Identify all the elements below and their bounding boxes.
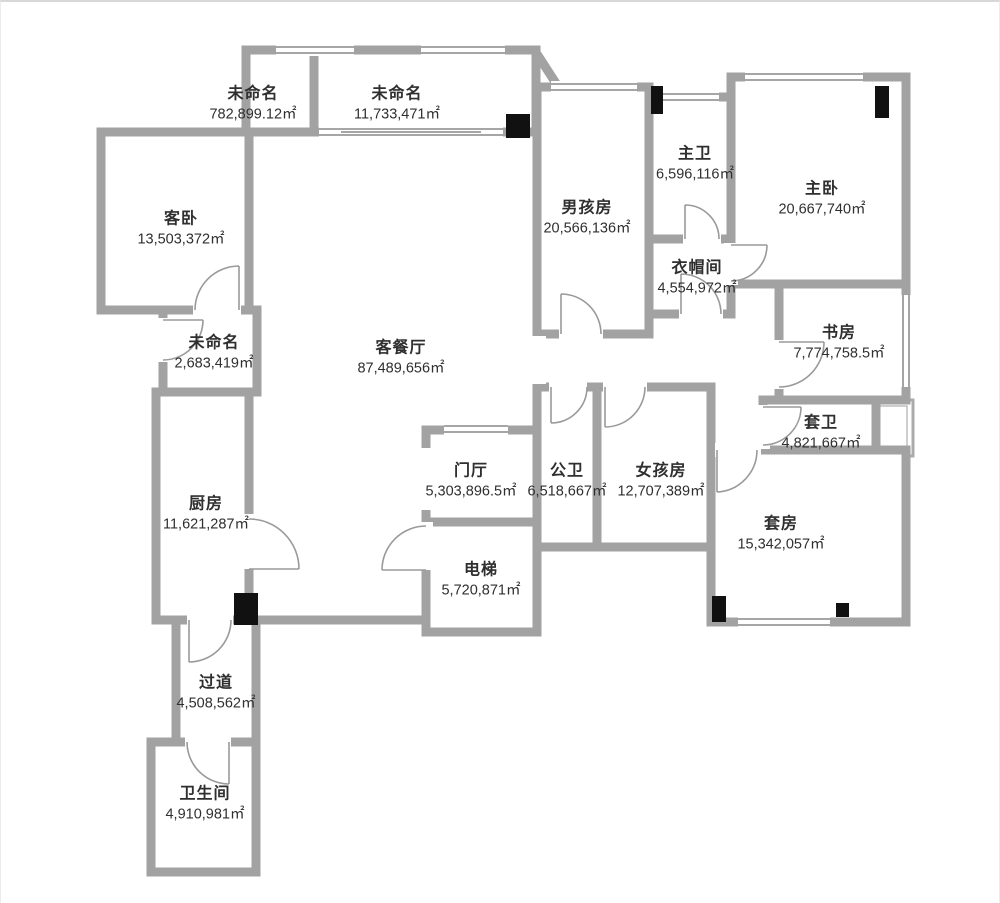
room-guest-bedroom bbox=[96, 127, 254, 315]
column bbox=[836, 603, 849, 617]
room-elevator bbox=[421, 517, 542, 637]
column bbox=[712, 596, 726, 622]
windows bbox=[276, 44, 912, 628]
column bbox=[875, 86, 889, 118]
room-unnamed-hall bbox=[158, 305, 262, 397]
column bbox=[234, 593, 258, 625]
room-balcony-left bbox=[241, 45, 319, 137]
room-entry bbox=[421, 425, 542, 527]
room-girls bbox=[592, 382, 716, 552]
door-swings bbox=[162, 204, 825, 785]
room-kitchen bbox=[151, 387, 254, 625]
column bbox=[651, 86, 663, 114]
room-public-bath bbox=[532, 382, 602, 552]
room-balcony-right bbox=[309, 45, 541, 137]
column bbox=[506, 114, 530, 138]
room-boys bbox=[532, 82, 654, 339]
room-hallway bbox=[171, 615, 261, 747]
room-bathroom bbox=[146, 737, 261, 877]
room-suite bbox=[706, 445, 911, 627]
room-master-bath bbox=[644, 92, 736, 244]
columns bbox=[234, 86, 889, 625]
